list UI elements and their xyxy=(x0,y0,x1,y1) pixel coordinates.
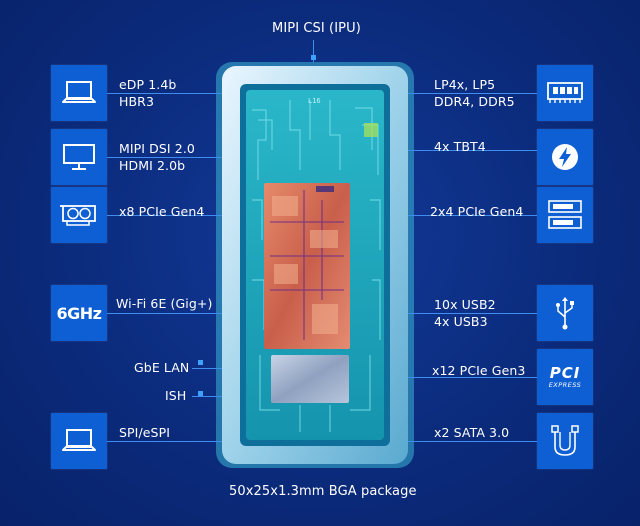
die-structures xyxy=(270,190,344,340)
marking-square xyxy=(364,123,378,137)
ssd-icon xyxy=(548,200,582,229)
right-icon-box-3 xyxy=(537,187,593,243)
left-line-3 xyxy=(107,215,222,216)
right-icon-box-4 xyxy=(537,285,593,341)
wifi-badge-text: 6GHz xyxy=(56,303,102,323)
left-line-2 xyxy=(107,157,222,158)
right-label-5: x12 PCIe Gen3 xyxy=(432,363,526,378)
top-label: MIPI CSI (IPU) xyxy=(272,21,361,36)
left-label-3: x8 PCIe Gen4 xyxy=(119,204,205,219)
left-line-7 xyxy=(107,441,222,442)
left-label-7: SPI/eSPI xyxy=(119,425,171,440)
monitor-icon xyxy=(63,144,95,170)
pci-express-icon: PCI EXPRESS xyxy=(548,363,582,389)
pci-badge-subtext: EXPRESS xyxy=(548,380,582,389)
thunderbolt-icon xyxy=(552,144,578,170)
left-icon-box-1 xyxy=(51,65,107,121)
left-label-6: ISH xyxy=(165,388,187,403)
left-icon-box-3 xyxy=(51,187,107,243)
right-icon-box-1 xyxy=(537,65,593,121)
right-line-4 xyxy=(408,313,537,314)
right-line-2 xyxy=(408,150,537,151)
laptop-icon xyxy=(62,81,96,103)
right-line-6 xyxy=(408,441,537,442)
top-connector-dot xyxy=(311,55,316,60)
left-line-6 xyxy=(192,396,222,397)
gbe-dot xyxy=(198,360,203,365)
memory-module-icon xyxy=(547,82,583,103)
right-icon-box-6 xyxy=(537,413,593,469)
right-label-3: 2x4 PCIe Gen4 xyxy=(430,204,524,219)
right-line-1 xyxy=(408,93,537,94)
pci-badge-text: PCI xyxy=(549,363,581,382)
right-label-2: 4x TBT4 xyxy=(434,139,486,154)
die-marking-text: L16 xyxy=(308,97,321,105)
left-line-5 xyxy=(192,368,222,369)
wifi-6ghz-icon: 6GHz xyxy=(57,304,102,323)
usb-icon xyxy=(556,297,574,330)
ish-dot xyxy=(198,391,203,396)
right-icon-box-2 xyxy=(537,129,593,185)
right-label-6: x2 SATA 3.0 xyxy=(434,425,510,440)
right-line-5 xyxy=(408,377,537,378)
left-line-4 xyxy=(107,313,222,314)
laptop-icon xyxy=(62,429,96,451)
bottom-label: 50x25x1.3mm BGA package xyxy=(229,484,417,499)
left-label-4: Wi-Fi 6E (Gig+) xyxy=(116,296,213,311)
right-icon-box-5: PCI EXPRESS xyxy=(537,349,593,405)
right-line-3 xyxy=(408,215,537,216)
left-label-5: GbE LAN xyxy=(134,360,190,375)
sata-cable-icon xyxy=(551,425,579,456)
left-icon-box-4: 6GHz xyxy=(51,285,107,341)
pch-die xyxy=(271,355,349,403)
graphics-card-icon xyxy=(60,205,96,226)
left-icon-box-7 xyxy=(51,413,107,469)
left-line-1 xyxy=(107,93,222,94)
top-connector-line xyxy=(313,40,314,62)
left-icon-box-2 xyxy=(51,129,107,185)
